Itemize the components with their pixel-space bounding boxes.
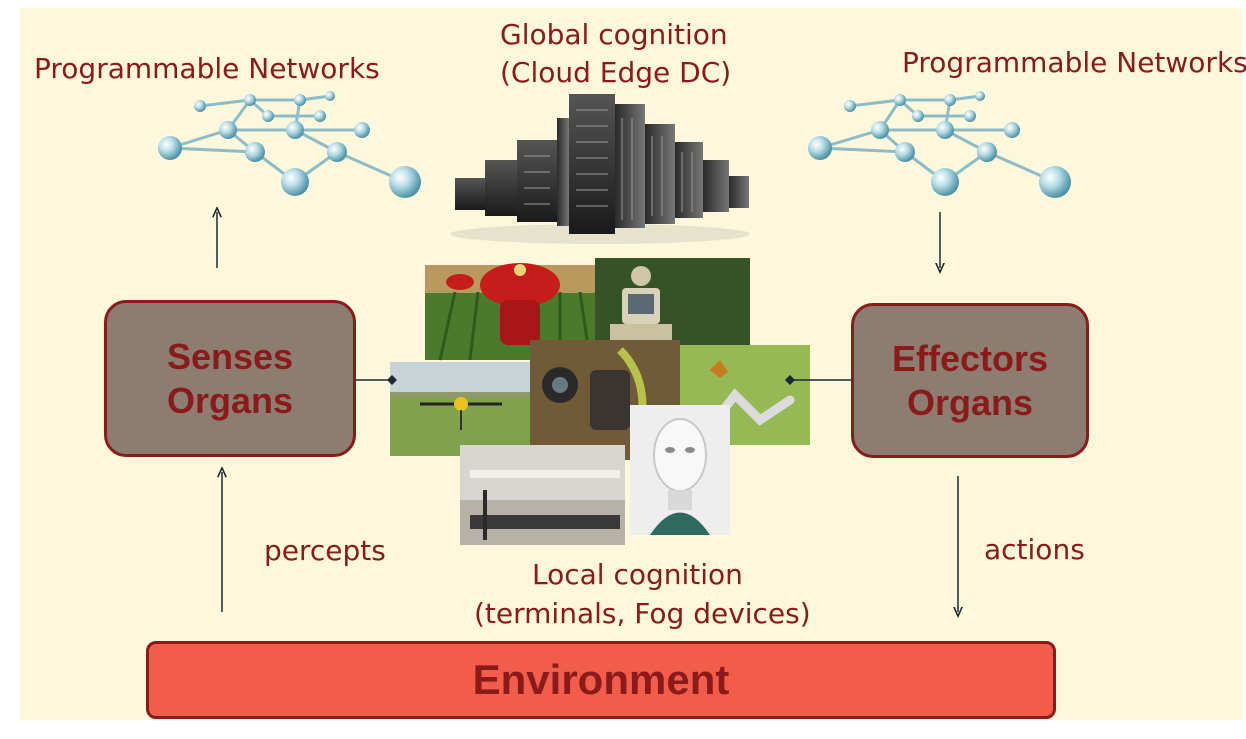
photo-drone-field <box>390 362 535 456</box>
senses-organs-box: Senses Organs <box>104 300 356 457</box>
senses-organs-line2: Organs <box>166 379 294 421</box>
device-photo-collage <box>390 258 810 545</box>
senses-organs-line1: Senses <box>166 335 294 377</box>
local-cognition-title: Local cognition <box>532 558 743 591</box>
effectors-organs-line1: Effectors <box>891 337 1049 379</box>
environment-label: Environment <box>472 656 730 703</box>
left-networks-label: Programmable Networks <box>34 52 380 85</box>
photo-smart-kitchen <box>460 445 625 545</box>
global-cognition-title: Global cognition <box>500 18 728 51</box>
left-network-nodes <box>158 91 421 198</box>
right-network-nodes <box>808 91 1071 198</box>
photo-android-head <box>630 405 730 535</box>
actions-label: actions <box>984 533 1085 566</box>
right-networks-label: Programmable Networks <box>902 46 1246 79</box>
photo-service-robot <box>595 258 750 348</box>
local-cognition-subtitle: (terminals, Fog devices) <box>474 597 811 630</box>
percepts-label: percepts <box>264 534 386 567</box>
effectors-organs-line2: Organs <box>906 381 1034 423</box>
server-racks-graphic <box>450 94 750 244</box>
effectors-organs-box: Effectors Organs <box>851 303 1089 458</box>
environment-box: Environment <box>146 641 1056 719</box>
photo-farm-robot <box>425 263 610 361</box>
global-cognition-subtitle: (Cloud Edge DC) <box>500 56 732 89</box>
